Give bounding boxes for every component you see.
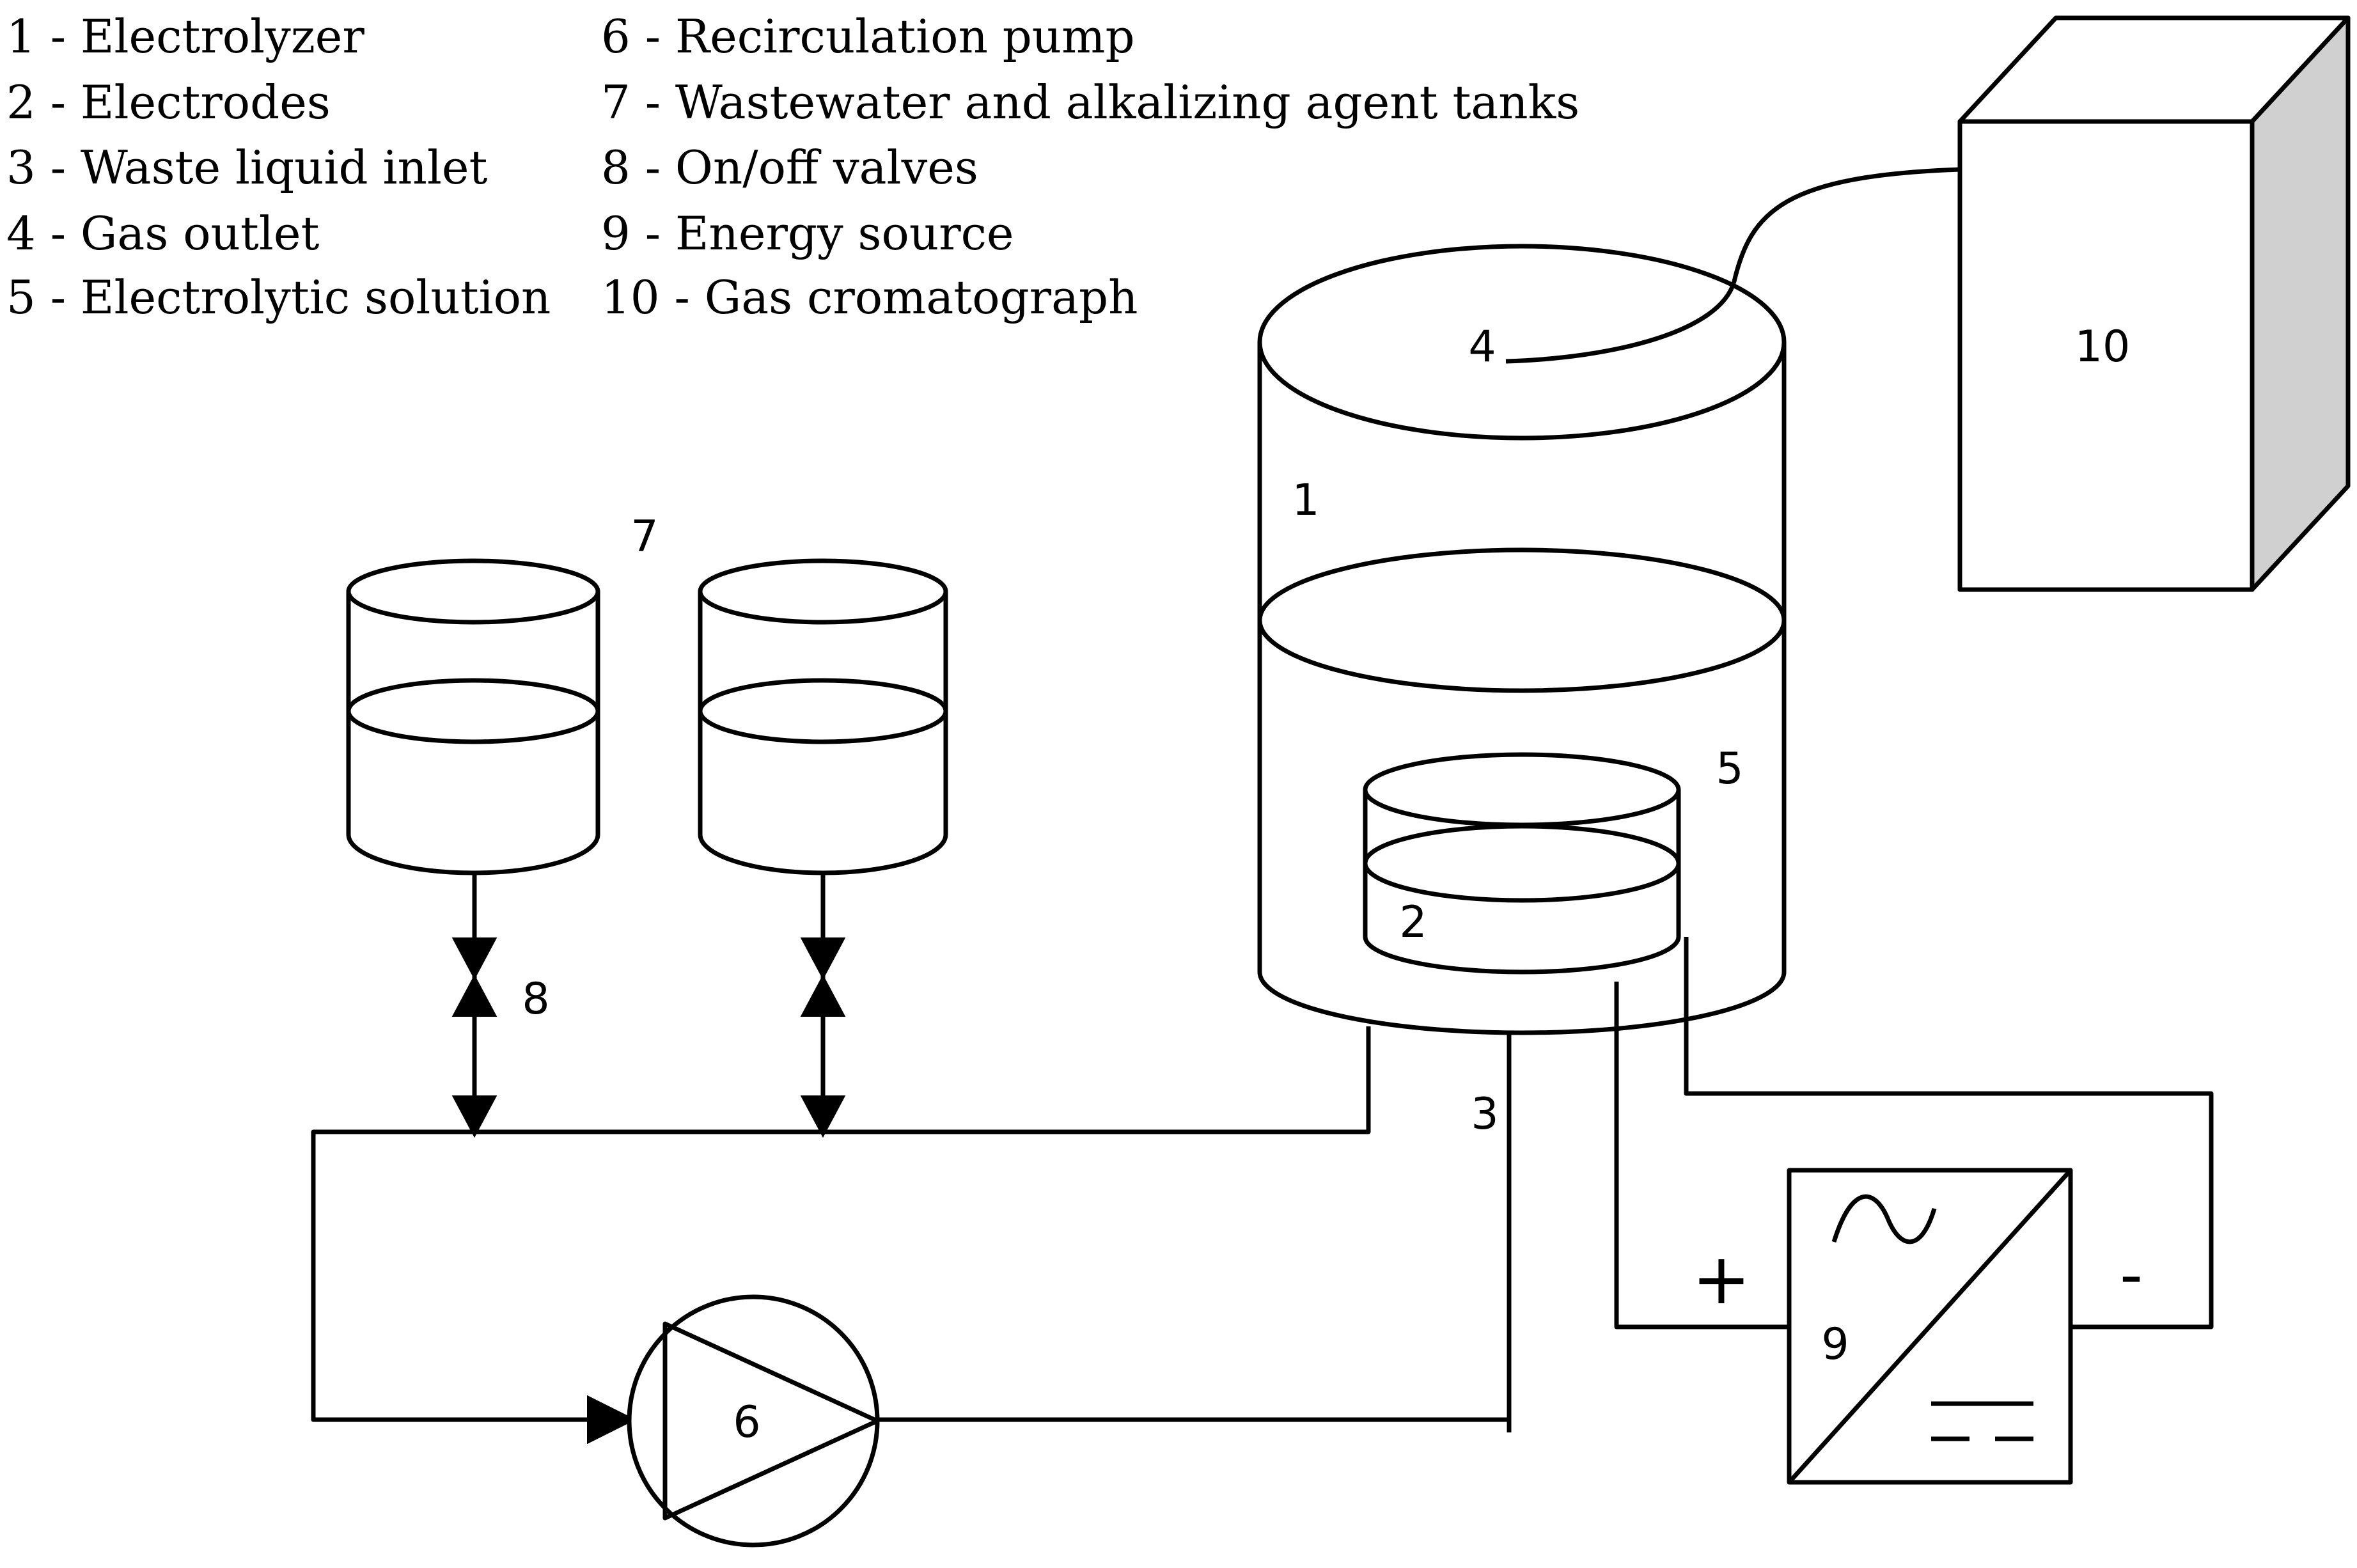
- legend-item-8: 8 - On/off valves: [601, 141, 978, 194]
- right-valve-upper-triangle: [800, 937, 846, 980]
- negative-wire: [1684, 937, 2214, 1329]
- return-line: [311, 1026, 1371, 1422]
- plus-sign: +: [1692, 1238, 1751, 1320]
- gas-outlet-tube: [1505, 167, 1961, 364]
- valves: 8: [451, 873, 846, 1138]
- tanks-label: 7: [630, 512, 658, 562]
- left-valve-upper-triangle: [451, 937, 497, 980]
- tank-right-level: [698, 678, 948, 744]
- gas-chromatograph: 10: [1957, 15, 2351, 592]
- electrolyzer-label: 1: [1292, 475, 1319, 526]
- tank-left-level: [346, 678, 600, 744]
- legend-item-4: 4 - Gas outlet: [6, 207, 319, 260]
- electrolyzer: 1 2 5 4: [1257, 167, 1961, 1035]
- left-feed-arrow: [451, 1095, 497, 1138]
- electrodes-body: [1363, 790, 1681, 975]
- left-valve-lower-triangle: [451, 974, 497, 1017]
- legend-item-10: 10 - Gas cromatograph: [601, 270, 1138, 324]
- chromatograph-label: 10: [2075, 322, 2131, 372]
- electrodes-label: 2: [1399, 897, 1427, 948]
- energy-source: 9 + -: [1614, 937, 2214, 1485]
- alkalizing-agent-tank: [698, 558, 948, 875]
- electrolyzer-liquid-level: [1257, 547, 1787, 693]
- tank-left-body: [346, 592, 600, 875]
- legend: 1 - Electrolyzer 2 - Electrodes 3 - Wast…: [6, 10, 1579, 324]
- electrolyzer-top: [1257, 244, 1787, 441]
- source-label: 9: [1821, 1319, 1849, 1370]
- right-valve-lower-triangle: [800, 974, 846, 1017]
- electrodes-level: [1363, 824, 1681, 903]
- legend-item-2: 2 - Electrodes: [6, 75, 331, 129]
- electrodes-top: [1363, 752, 1681, 827]
- positive-wire: [1614, 982, 1789, 1329]
- pump-inlet-arrow: [587, 1395, 636, 1445]
- recirculation-piping: 3: [311, 1026, 1512, 1445]
- wastewater-tank: [346, 558, 600, 875]
- gas-outlet-label: 4: [1468, 322, 1496, 372]
- source-diagonal: [1787, 1168, 2072, 1484]
- legend-item-1: 1 - Electrolyzer: [6, 10, 364, 63]
- chromatograph-front-face: [1957, 119, 2255, 592]
- right-feed-arrow: [800, 1095, 846, 1138]
- solution-label: 5: [1716, 744, 1743, 794]
- pump-triangle: [662, 1321, 880, 1521]
- tanks: 7: [346, 512, 948, 875]
- tank-left-top: [346, 558, 600, 625]
- chromatograph-side-face: [2250, 15, 2351, 592]
- legend-item-9: 9 - Energy source: [601, 207, 1014, 260]
- tank-right-top: [698, 558, 948, 625]
- legend-item-3: 3 - Waste liquid inlet: [6, 141, 488, 194]
- electrolyzer-body: [1257, 342, 1787, 1035]
- ac-wave-icon: [1831, 1194, 1937, 1244]
- minus-sign: -: [2120, 1237, 2143, 1312]
- valves-label: 8: [522, 974, 549, 1024]
- tank-right-body: [698, 592, 948, 875]
- waste-inlet-line: [877, 1031, 1512, 1422]
- legend-item-6: 6 - Recirculation pump: [601, 10, 1135, 63]
- inlet-label: 3: [1471, 1089, 1498, 1140]
- recirculation-pump: 6: [627, 1294, 880, 1548]
- legend-item-7: 7 - Wastewater and alkalizing agent tank…: [601, 75, 1579, 129]
- legend-item-5: 5 - Electrolytic solution: [6, 270, 551, 324]
- pump-label: 6: [733, 1397, 760, 1448]
